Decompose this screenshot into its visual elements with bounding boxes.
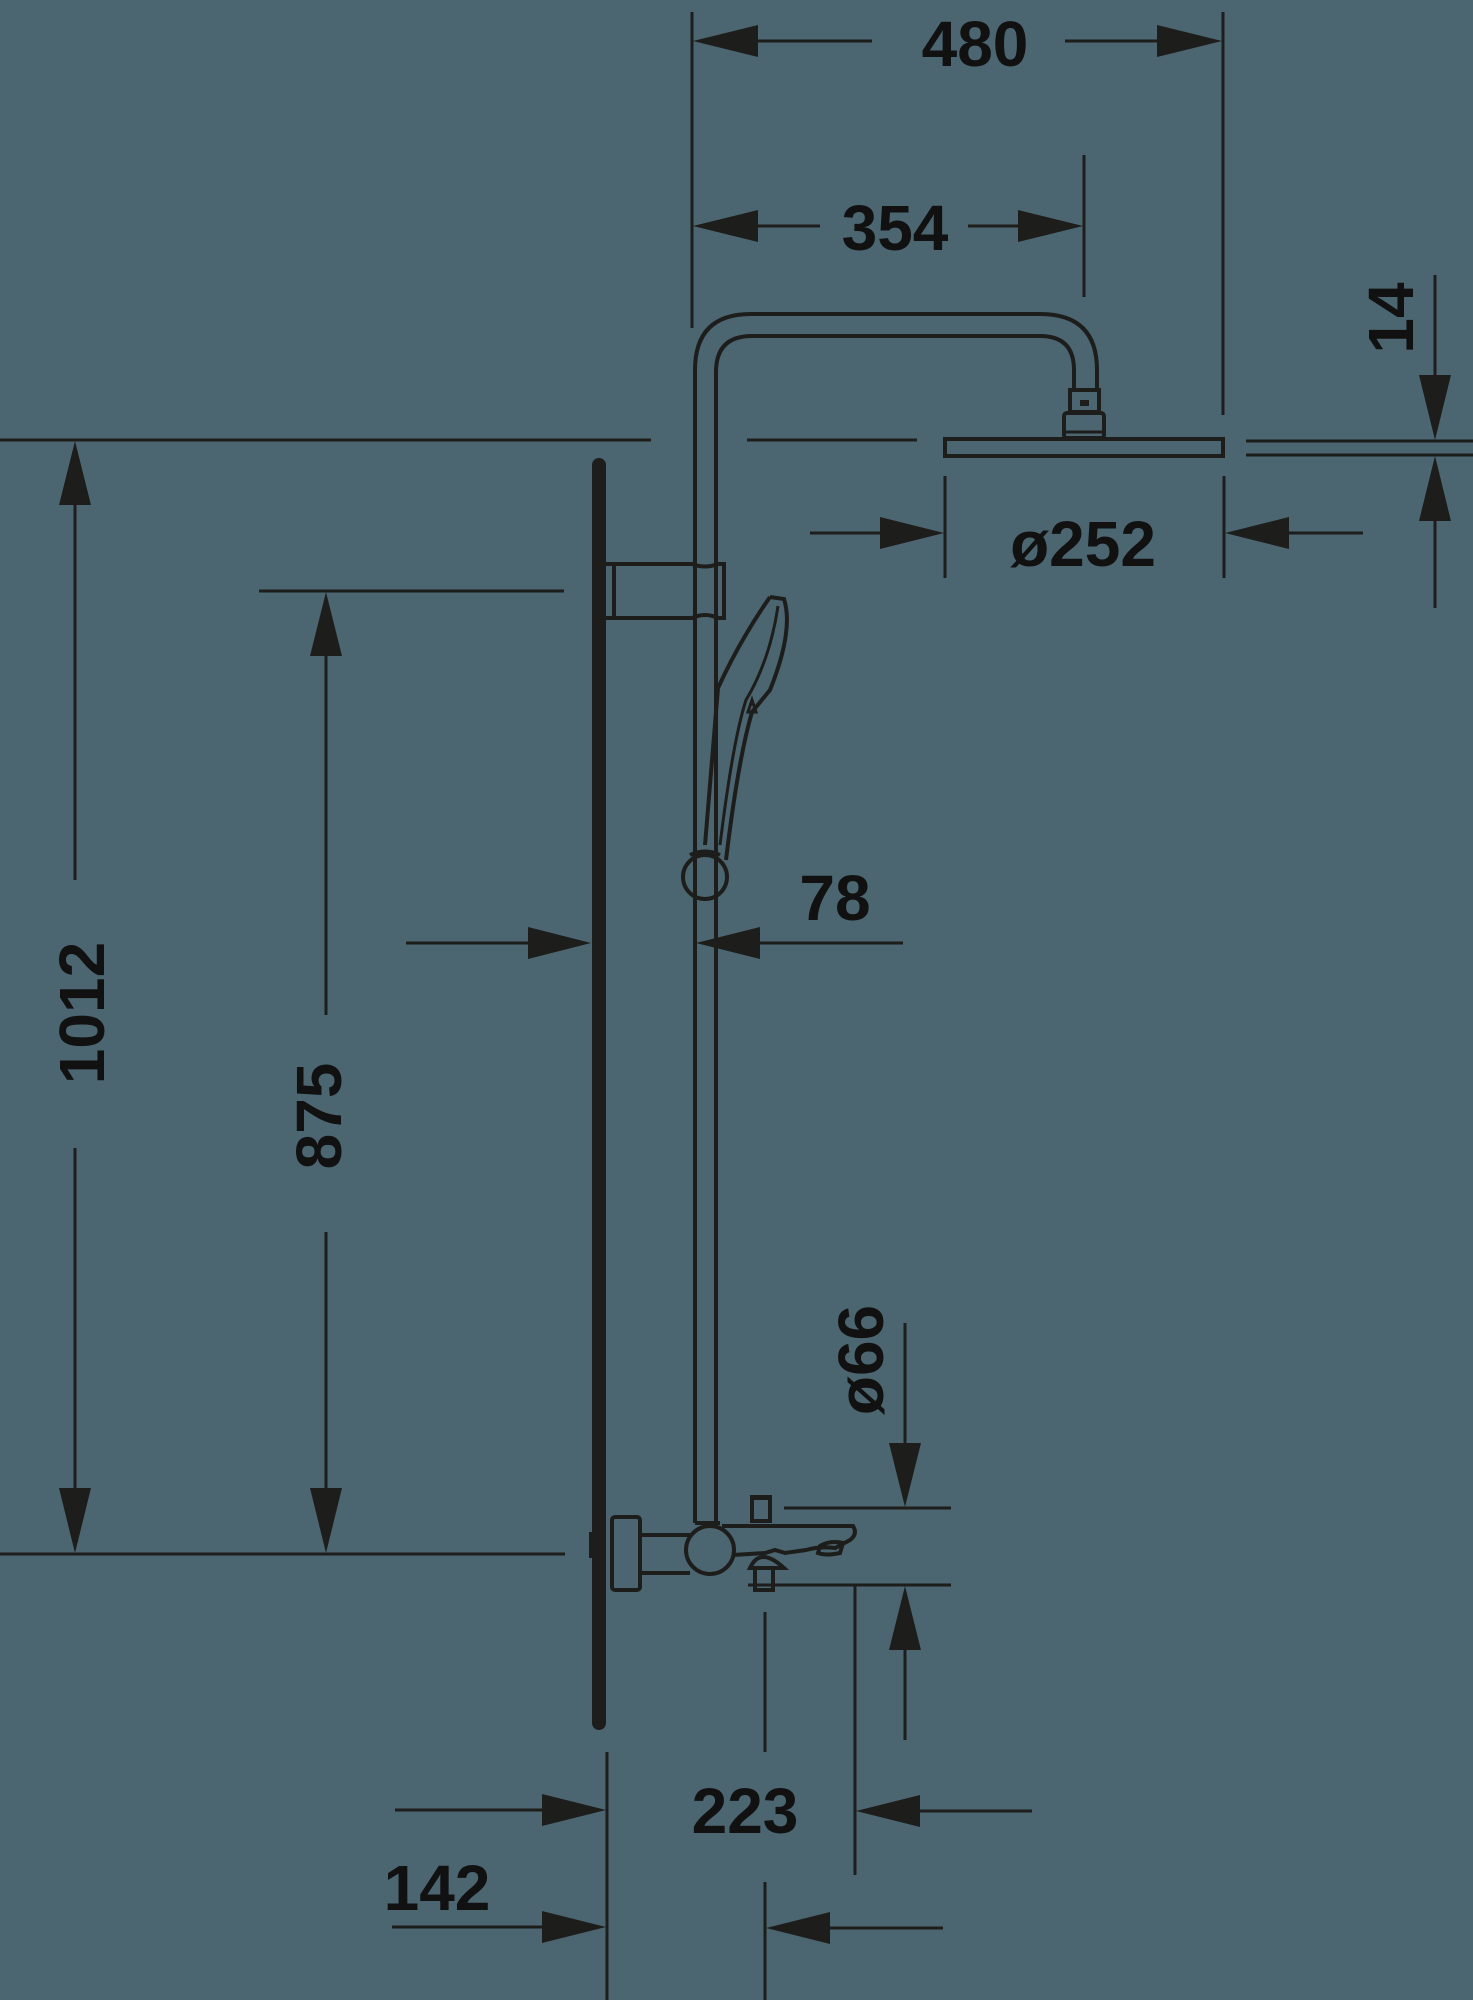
- dimension-label-14: 14: [1355, 282, 1427, 354]
- mixer-wall-flange: [610, 1515, 642, 1592]
- dimension-label-480: 480: [922, 8, 1029, 80]
- wall-bar-bulge: [589, 1532, 597, 1558]
- hand-shower-holder-knob: [681, 853, 729, 901]
- dimension-1012: 1012: [0, 441, 565, 1556]
- dimension-223: 223: [395, 1585, 1032, 2000]
- dimension-label-354: 354: [842, 192, 949, 264]
- dimension-label-142: 142: [384, 1852, 491, 1924]
- dimension-14: 14: [1246, 275, 1473, 608]
- riser-pipe-outer: [693, 312, 1099, 1523]
- dimension-480: 480: [690, 8, 1225, 415]
- dimension-252: ø252: [810, 476, 1363, 580]
- dimension-label-252: ø252: [1010, 508, 1156, 580]
- dimension-142: 142: [384, 1852, 943, 2000]
- riser-pipe-inner: [714, 334, 1076, 1523]
- dimension-66: ø66: [748, 1305, 951, 1740]
- slide-bar-holder: [606, 562, 726, 620]
- dimension-label-875: 875: [283, 1063, 355, 1170]
- bath-spout: [722, 1524, 857, 1557]
- mixer-handle: [684, 1524, 736, 1576]
- dimension-label-223: 223: [692, 1775, 799, 1847]
- dimension-label-66: ø66: [825, 1305, 897, 1415]
- head-connector-nut: [1080, 400, 1089, 406]
- dimension-354: 354: [693, 155, 1086, 297]
- shower-system-outline: [589, 312, 1225, 1730]
- dimension-label-1012: 1012: [46, 942, 118, 1084]
- overhead-shower-head: [943, 437, 1225, 458]
- diverter-bottom-cap: [746, 1555, 790, 1570]
- dimension-875: 875: [259, 589, 564, 1553]
- diverter-bottom: [753, 1566, 775, 1592]
- dimension-78: 78: [406, 862, 903, 959]
- hand-shower: [681, 595, 789, 901]
- thermostat-mixer: [610, 1495, 857, 1592]
- dimension-label-78: 78: [799, 862, 870, 934]
